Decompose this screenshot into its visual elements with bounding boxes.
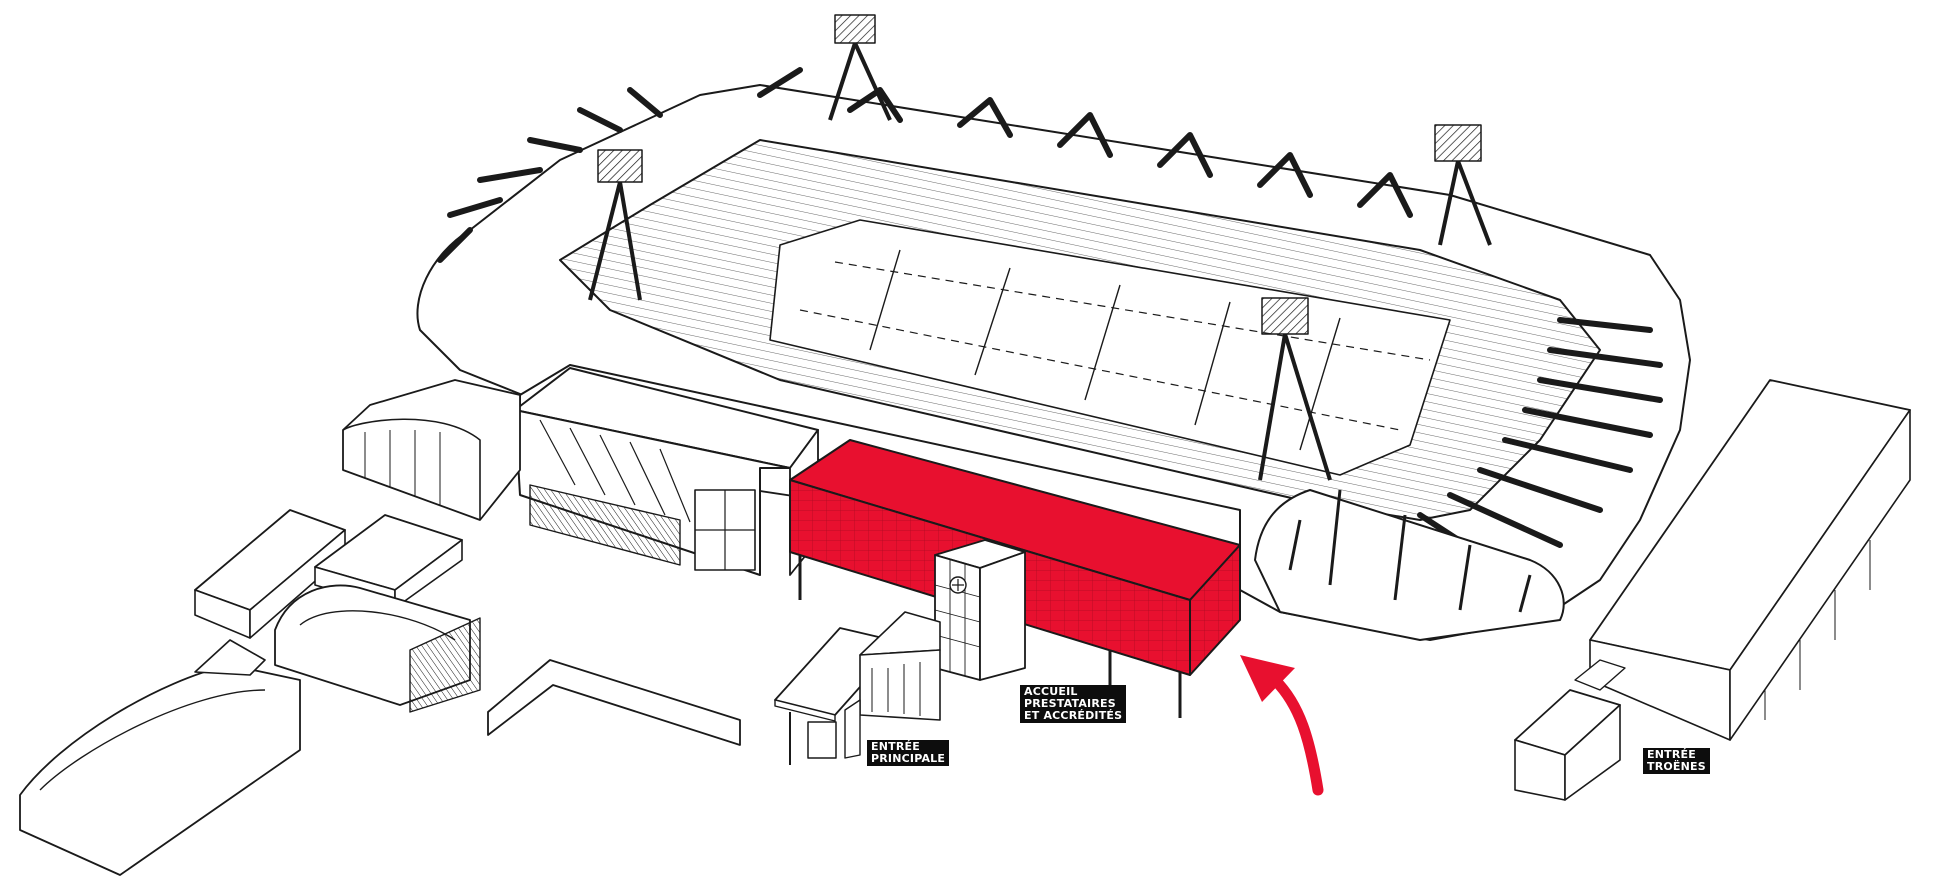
right-stand-facade xyxy=(1254,489,1565,641)
hangar-front-left xyxy=(19,639,301,876)
reception-label-line3: ET ACCRÉDITÉS xyxy=(1024,709,1123,722)
roof-trusses-left xyxy=(437,87,663,263)
troenes-entrance-label: ENTRÉE TROËNES xyxy=(1643,748,1710,774)
floodlight-back-left xyxy=(828,14,892,121)
hangar-left-middle xyxy=(274,584,481,713)
main-entrance-label-line1: ENTRÉE xyxy=(871,740,920,753)
troenes-entrance-label-line1: ENTRÉE xyxy=(1647,748,1696,761)
hangar-back-left xyxy=(342,379,521,521)
main-entrance-label: ENTRÉE PRINCIPALE xyxy=(867,740,950,766)
reception-label: ACCUEIL PRESTATAIRES ET ACCRÉDITÉS xyxy=(1020,685,1127,723)
floodlight-front-left xyxy=(588,149,643,301)
kiosk-right xyxy=(1514,659,1626,801)
red-curved-arrow-icon xyxy=(1240,655,1324,796)
reception-label-line2: PRESTATAIRES xyxy=(1024,697,1116,710)
outbuilding-left-1 xyxy=(194,509,346,639)
entrance-tower xyxy=(934,539,1026,681)
roof-trusses-back xyxy=(757,67,1413,218)
floodlight-back-right xyxy=(1434,124,1492,246)
reception-label-line1: ACCUEIL xyxy=(1024,685,1078,698)
warehouse-right xyxy=(1589,379,1911,741)
main-entrance-pavilion xyxy=(774,611,941,765)
rugby-pitch xyxy=(769,219,1451,476)
club-logo-icon xyxy=(949,576,967,594)
main-entrance-label-line2: PRINCIPALE xyxy=(871,752,946,765)
troenes-entrance-label-line2: TROËNES xyxy=(1647,760,1706,773)
floodlight-front-right xyxy=(1258,297,1332,481)
wall-segment xyxy=(487,659,741,746)
